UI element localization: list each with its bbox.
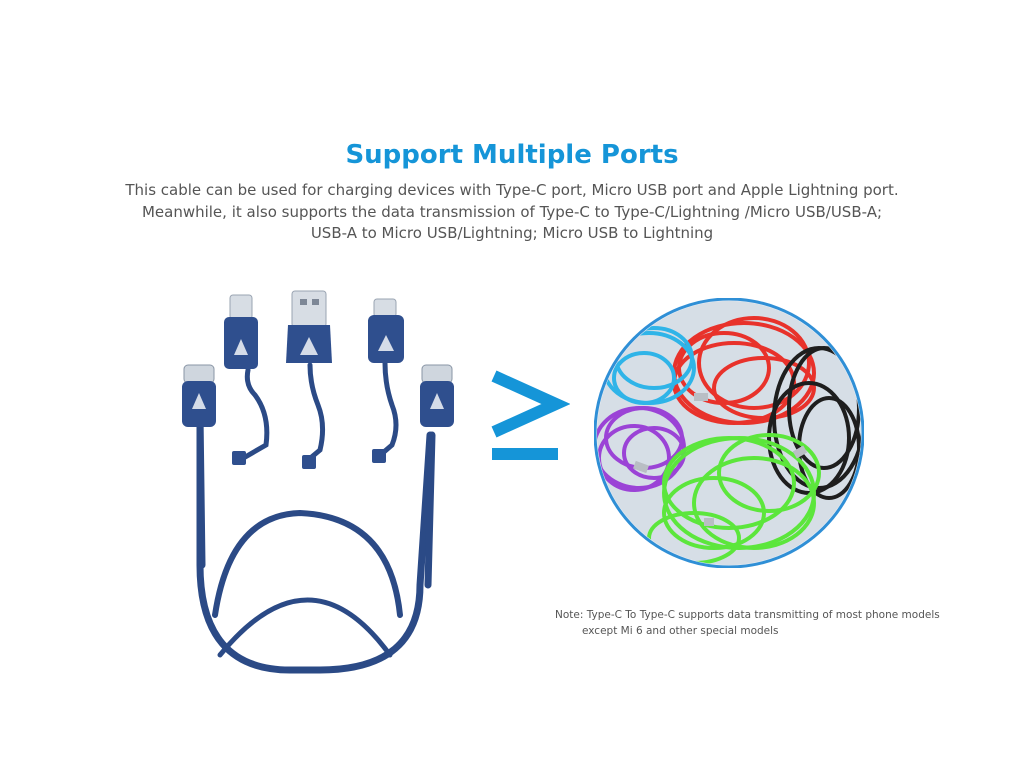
description-line-2: Meanwhile, it also supports the data tra… (141, 202, 883, 221)
description-line-3: USB-A to Micro USB/Lightning; Micro USB … (310, 224, 714, 242)
footnote: Note: Type-C To Type-C supports data tra… (555, 607, 940, 639)
footnote-line-2: except Mi 6 and other special models (582, 625, 779, 637)
multi-port-cable-illustration (182, 290, 454, 674)
description-line-1: This cable can be used for charging devi… (125, 181, 899, 199)
greater-than-or-equal-icon (491, 370, 570, 460)
page-title: Support Multiple Ports (345, 140, 679, 170)
tangled-cables-photo (594, 298, 864, 568)
description: This cable can be used for charging devi… (0, 180, 1024, 245)
footnote-line-1: Note: Type-C To Type-C supports data tra… (555, 609, 940, 621)
